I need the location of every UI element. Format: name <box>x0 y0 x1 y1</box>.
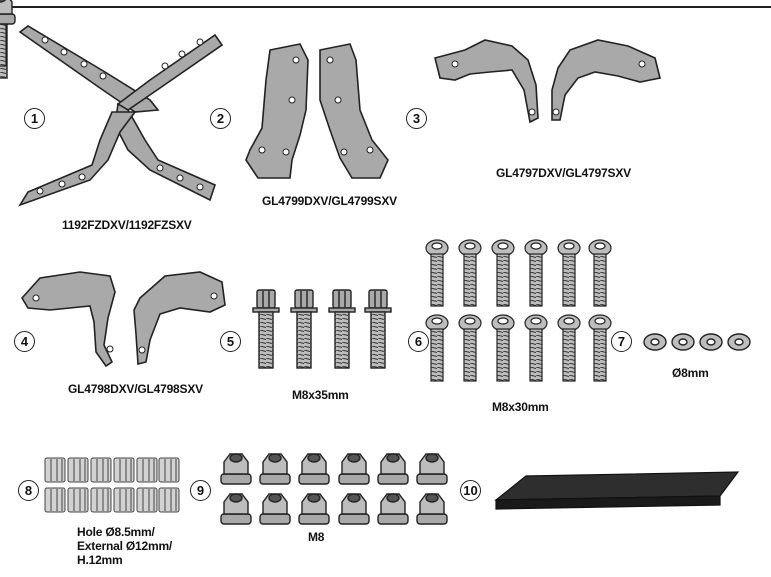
item-1-label: 1192FZDXV/1192FZSXV <box>62 218 192 232</box>
item-1-number: 1 <box>24 108 45 129</box>
part-1-cross-bracket <box>18 25 224 207</box>
item-10-number: 10 <box>460 480 481 501</box>
item-9-label: M8 <box>308 530 325 544</box>
part-9-nuts <box>0 0 448 525</box>
item-2-number: 2 <box>210 108 231 129</box>
item-3-label: GL4797DXV/GL4797SXV <box>496 166 631 180</box>
item-7-number: 7 <box>611 331 632 352</box>
item-7-label: Ø8mm <box>672 366 709 380</box>
item-3-number: 3 <box>406 108 427 129</box>
item-6-label: M8x30mm <box>492 400 549 414</box>
part-3-hooks <box>434 39 661 124</box>
item-6-number: 6 <box>408 331 429 352</box>
item-9-number: 9 <box>190 480 211 501</box>
item-8-label: Hole Ø8.5mm/ External Ø12mm/ H.12mm <box>77 525 172 567</box>
item-2-label: GL4799DXV/GL4799SXV <box>262 194 397 208</box>
item-4-number: 4 <box>14 331 35 352</box>
item-4-label: GL4798DXV/GL4798SXV <box>68 382 203 396</box>
part-2-plates <box>245 43 389 179</box>
item-8-label-line-3: H.12mm <box>77 553 123 567</box>
part-10-pad <box>494 471 740 510</box>
item-8-label-line-2: External Ø12mm/ <box>77 539 173 553</box>
part-4-hooks <box>21 271 226 368</box>
top-rule <box>0 6 771 8</box>
item-8-label-line-1: Hole Ø8.5mm/ <box>77 525 155 539</box>
item-5-number: 5 <box>220 331 241 352</box>
item-5-label: M8x35mm <box>292 388 349 402</box>
item-8-number: 8 <box>18 480 39 501</box>
